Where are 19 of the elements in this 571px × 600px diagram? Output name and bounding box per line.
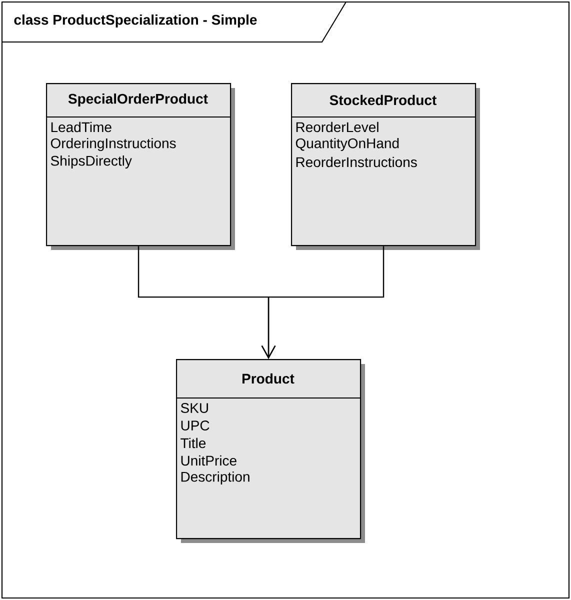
attribute-text: UnitPrice — [181, 455, 236, 466]
attribute-text: SKU — [180, 403, 208, 413]
attribute-text: OrderingInstructions — [50, 138, 176, 152]
class-box — [46, 83, 235, 250]
attribute-text: QuantityOnHand — [296, 138, 399, 152]
attribute-text: LeadTime — [51, 122, 112, 132]
arrow — [261, 246, 384, 359]
class-name: SpecialOrderProduct — [68, 93, 208, 107]
class-name: Product — [242, 373, 294, 384]
attribute-text: UPC — [181, 420, 210, 430]
class-box — [176, 359, 365, 543]
attribute-text: Description — [181, 471, 250, 485]
attribute-text: ReorderInstructions — [296, 156, 417, 168]
attribute-text: Title — [180, 438, 206, 448]
class-box — [291, 83, 480, 250]
attribute-text: ShipsDirectly — [50, 155, 132, 169]
class-name: StockedProduct — [330, 94, 436, 106]
attribute-text: ReorderLevel — [296, 122, 378, 132]
frame-title: class ProductSpecialization - Simple — [14, 14, 257, 28]
